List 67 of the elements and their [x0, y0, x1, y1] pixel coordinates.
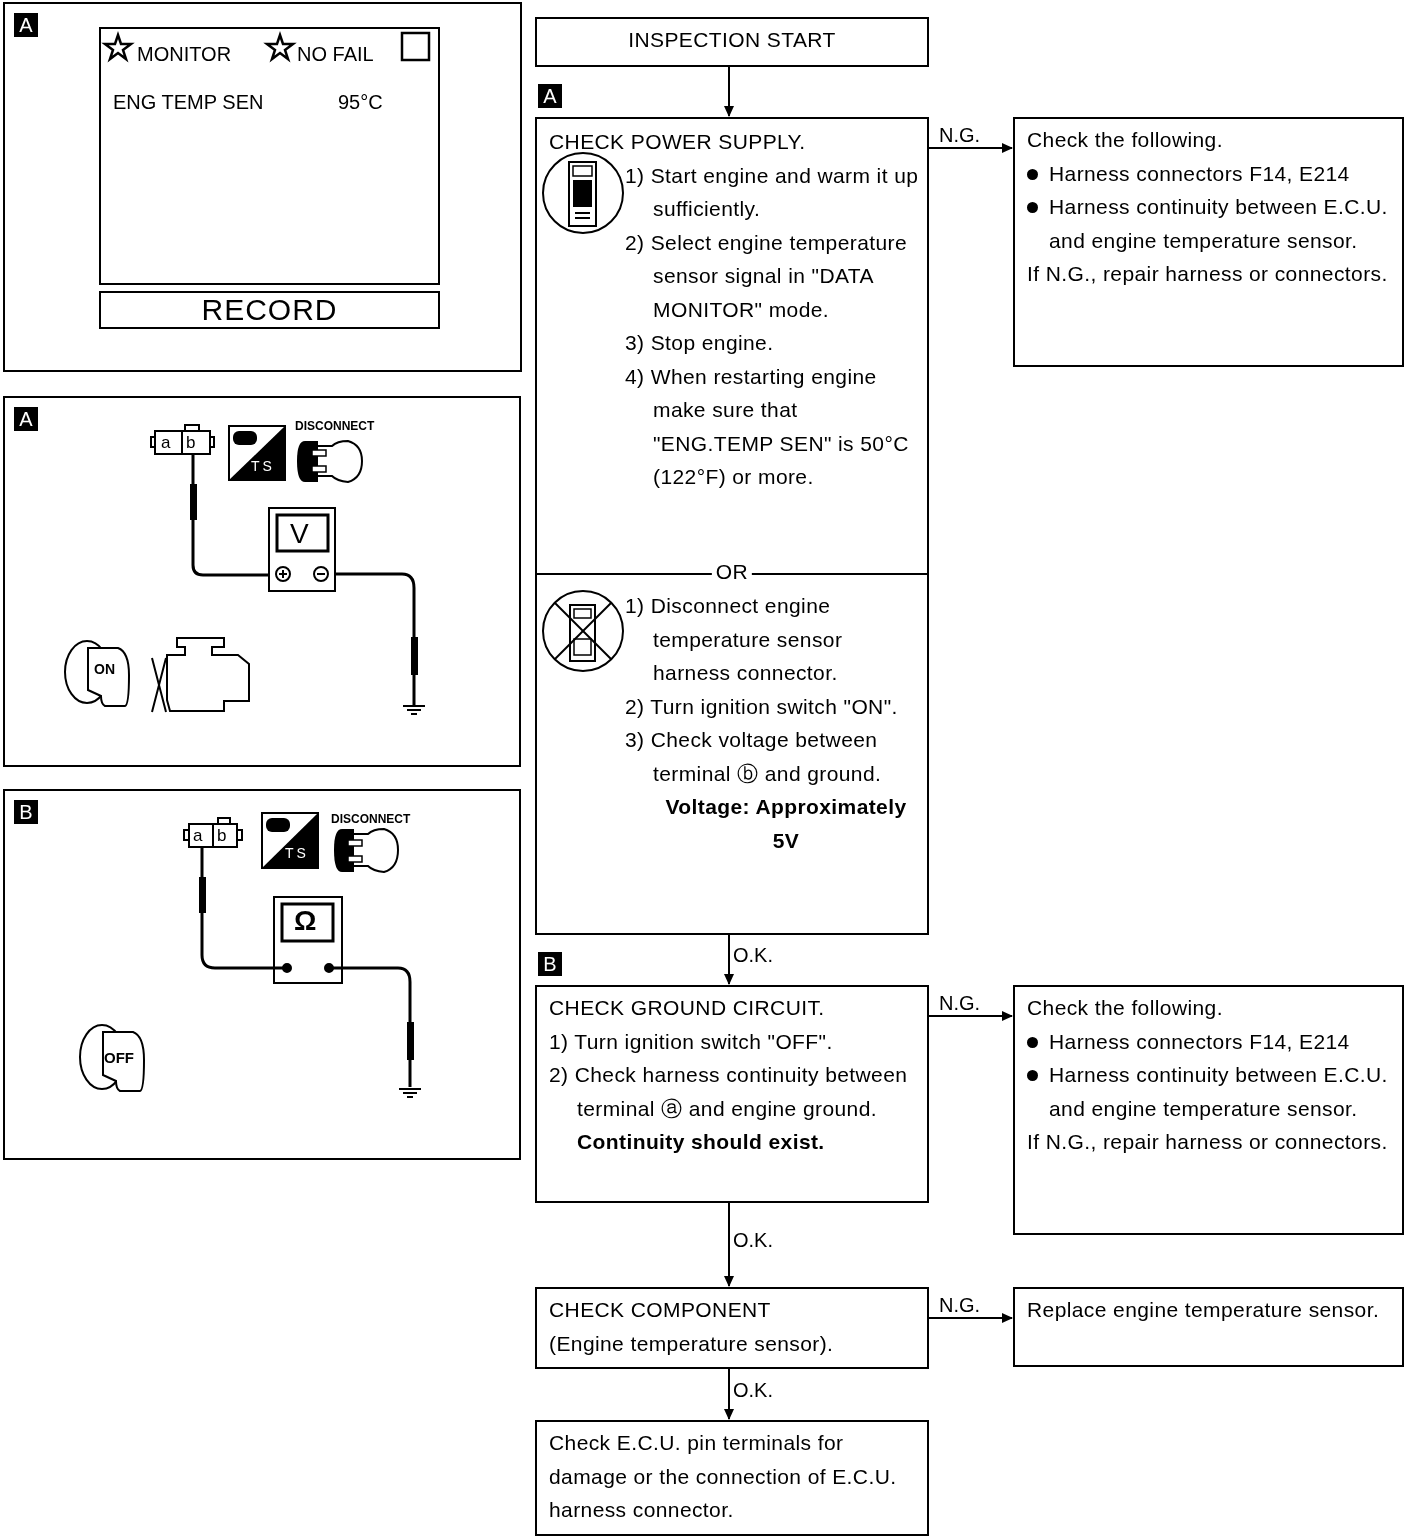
- terminal-letter: b: [186, 434, 196, 451]
- check-step-box: [535, 117, 929, 935]
- bullet-text: Harness connectors F14, E214: [1049, 160, 1351, 187]
- body-text: (Engine temperature sensor).: [548, 1330, 835, 1357]
- heading-text: CHECK GROUND CIRCUIT.: [548, 995, 826, 1021]
- flow-arrow: [724, 1368, 734, 1420]
- panel-badge: B: [14, 800, 38, 824]
- start-box: [535, 17, 929, 67]
- wiring-panel: [3, 396, 521, 767]
- disconnect-label: DISCONNECT: [295, 420, 375, 432]
- record-button: RECORD: [99, 291, 440, 329]
- value-text: 95°C: [338, 91, 383, 113]
- step-text: 1) Turn ignition switch "OFF".: [549, 1028, 834, 1055]
- meter-symbol: Ω: [294, 907, 317, 935]
- bullet-text: Harness connectors F14, E214: [1049, 1028, 1351, 1055]
- action-box: [1013, 117, 1404, 367]
- start-text: INSPECTION START: [627, 27, 837, 53]
- heading-text: Check E.C.U. pin terminals for damage or the connection of E.C.U. harness connector.: [548, 1430, 898, 1523]
- body-text: If N.G., repair harness or connectors.: [1026, 1129, 1389, 1155]
- flow-arrow: [928, 1313, 1013, 1323]
- service-icon-text: TS: [285, 846, 309, 860]
- terminal-letter: b: [217, 827, 227, 844]
- step-text: 3) Stop engine.: [625, 330, 775, 356]
- monitor-screen: [99, 27, 440, 285]
- panel-badge: A: [14, 407, 38, 431]
- spec-text: Voltage: Approximately 5V: [664, 794, 908, 854]
- step-text: 4) When restarting engine make sure that "ENG.TEMP SEN" is 50°C (122°F) or more.: [625, 363, 910, 490]
- step-text: 2) Check harness continuity between terminal ⓐ and engine ground.: [549, 1062, 909, 1122]
- heading-text: Check the following.: [1026, 995, 1224, 1021]
- bullet-text: Harness continuity between E.C.U. and engine temperature sensor.: [1049, 194, 1389, 254]
- service-icon-text: TS: [251, 459, 275, 473]
- meter-symbol: V: [290, 520, 309, 548]
- heading-text: CHECK POWER SUPPLY.: [548, 129, 807, 155]
- step-text: 1) Start engine and warm it up sufficiently.: [625, 162, 919, 222]
- flow-arrow: [724, 66, 734, 117]
- flow-arrow: [928, 143, 1013, 153]
- section-badge: B: [538, 952, 562, 976]
- flow-arrow: [928, 1011, 1013, 1021]
- action-box: [1013, 1287, 1404, 1367]
- disconnect-label: DISCONNECT: [331, 813, 411, 825]
- item-name-text: MONITOR: [137, 43, 232, 65]
- spec-text: Continuity should exist.: [577, 1129, 826, 1155]
- section-badge: A: [538, 84, 562, 108]
- switch-position-text: ON: [94, 662, 115, 676]
- check-step-box: [535, 1287, 929, 1369]
- step-text: 2) Turn ignition switch "ON".: [625, 693, 899, 720]
- heading-text: Replace engine temperature sensor.: [1026, 1297, 1381, 1323]
- wiring-panel: [3, 789, 521, 1160]
- step-text: 3) Check voltage between terminal ⓑ and ground.: [625, 727, 883, 787]
- scan-tool-screen-panel: [3, 2, 522, 372]
- item-name-text: ENG TEMP SEN: [113, 91, 264, 113]
- step-text: 2) Select engine temperature sensor signal in "DATA MONITOR" mode.: [625, 229, 909, 323]
- flow-arrow: [724, 934, 734, 985]
- status-text: NO FAIL: [297, 43, 374, 65]
- body-text: If N.G., repair harness or connectors.: [1026, 261, 1389, 287]
- action-box: [535, 1420, 929, 1536]
- flow-arrow: [724, 1202, 734, 1287]
- heading-text: Check the following.: [1026, 127, 1224, 153]
- switch-position-text: OFF: [104, 1050, 134, 1065]
- step-text: 1) Disconnect engine temperature sensor harness connector.: [625, 593, 844, 686]
- terminal-letter: a: [161, 434, 171, 451]
- terminal-letter: a: [193, 827, 203, 844]
- action-box: [1013, 985, 1404, 1235]
- heading-text: CHECK COMPONENT: [548, 1297, 772, 1323]
- check-step-box: [535, 985, 929, 1203]
- panel-badge: A: [14, 13, 38, 37]
- bullet-text: Harness continuity between E.C.U. and engine temperature sensor.: [1049, 1062, 1389, 1122]
